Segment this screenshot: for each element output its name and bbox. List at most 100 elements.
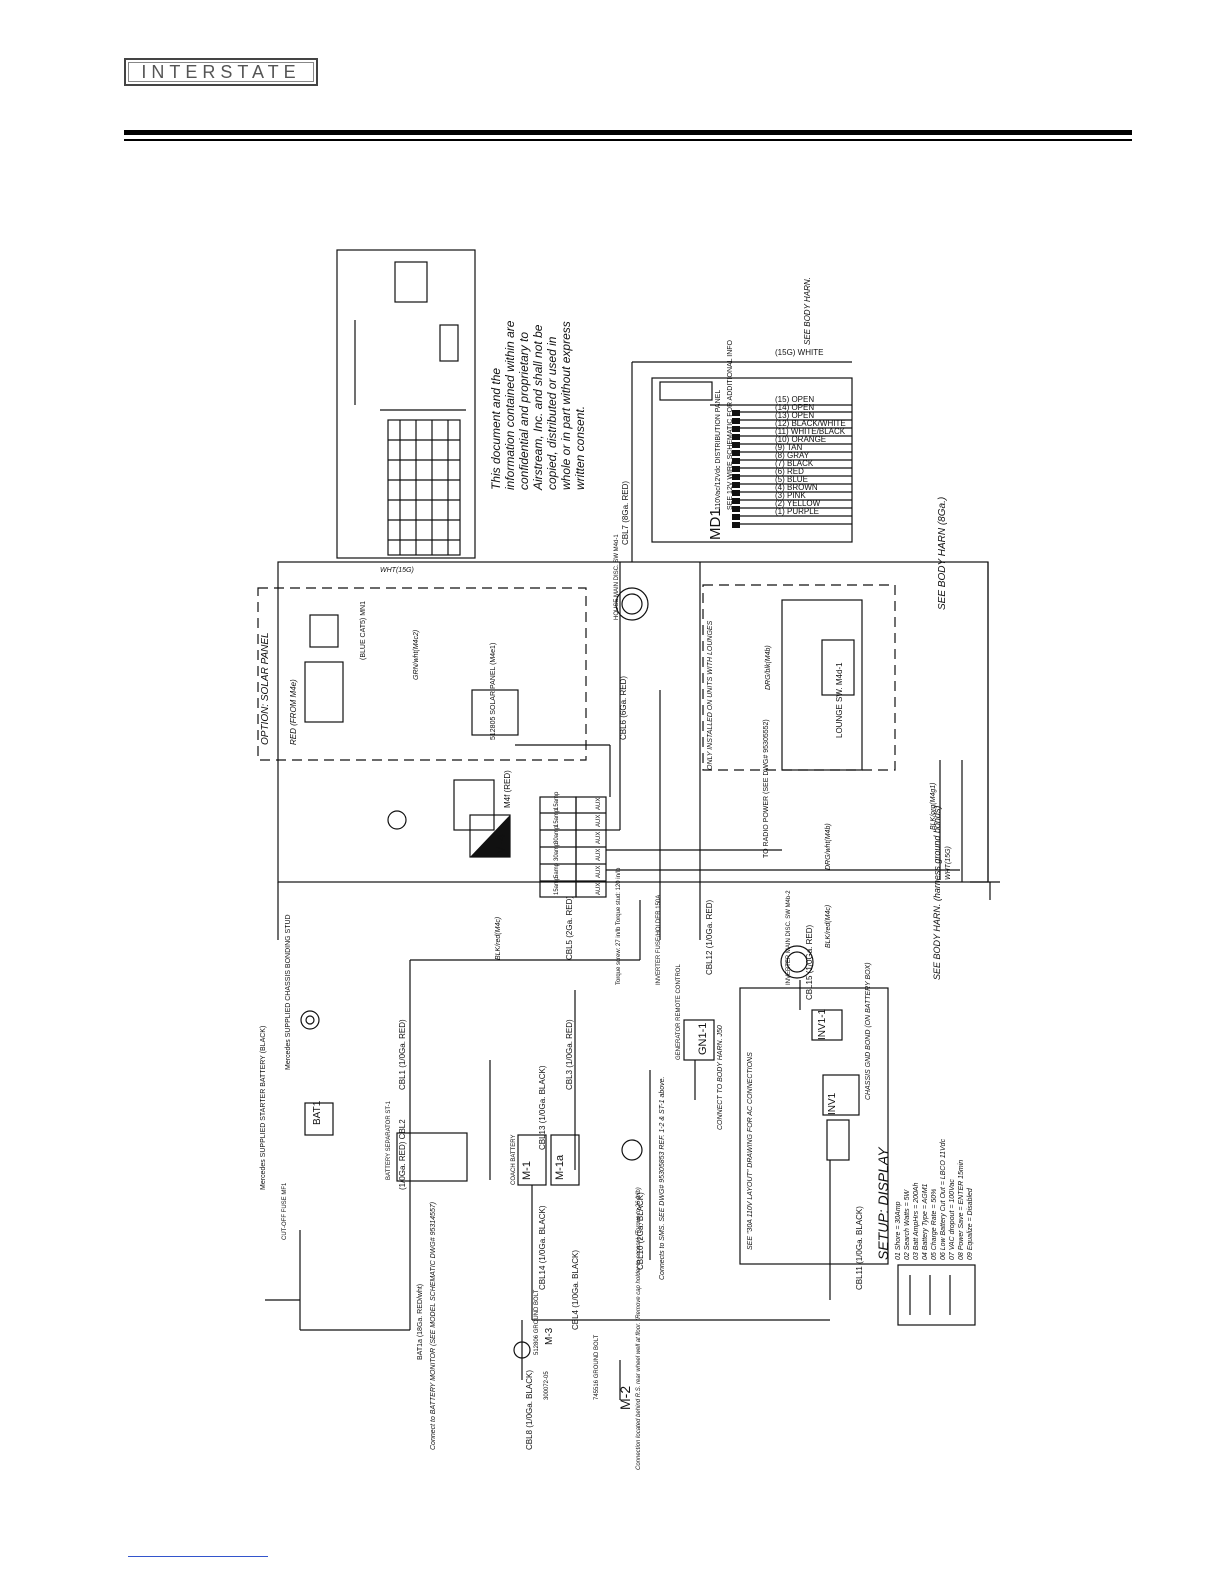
bat1a-label: BAT1a (18Ga. RED/wht) <box>417 1284 424 1360</box>
house-main-switch <box>615 587 649 621</box>
see-body-harn-top: SEE BODY HARN. <box>803 277 812 345</box>
gn1-label: GN1-1 <box>697 1023 709 1055</box>
solar-controller <box>304 661 344 723</box>
footer-link-underline[interactable] <box>128 1556 268 1557</box>
revision-table <box>387 419 461 556</box>
circuit-12: (12) BLACK/WHITE <box>775 419 846 428</box>
starter-battery <box>304 1102 334 1136</box>
circuit-11: (11) WHITE/BLACK <box>775 427 846 436</box>
cbl10-label: CBL10 (2Ga. BLACK) <box>636 1192 645 1270</box>
cbl7-label: CBL7 (8Ga. RED) <box>621 481 630 545</box>
circuit-5: (5) BLUE <box>775 475 808 484</box>
chassis-bond: CHASSIS GND BOND (ON BATTERY BOX) <box>865 962 872 1100</box>
coach-battery-label: COACH BATTERY <box>511 1135 517 1185</box>
house-main-label: HOUSE MAIN DISC. SW M4d-1 <box>614 534 620 620</box>
cbl11-label: CBL11 (1/0Ga. BLACK) <box>855 1206 864 1290</box>
m3-ground: 512806 GROUND BOLT <box>534 1289 540 1355</box>
see-body-harn-ground: SEE BODY HARN. (harness ground bonds) <box>932 806 942 980</box>
lounge-note: ONLY INSTALLED ON UNITS WITH LOUNGES <box>707 620 714 770</box>
m3-label: M-3 <box>544 1327 555 1345</box>
lounge-label: LOUNGE SW. M4d-1 <box>835 662 844 738</box>
cbl3-label: CBL3 (1/0Ga. RED) <box>565 1019 574 1090</box>
panel-title: MD1 <box>707 508 724 540</box>
battery-separator-label: BATTERY SEPARATOR ST-1 <box>386 1100 392 1180</box>
fuse-aux-6: AUX <box>596 883 602 895</box>
fuse-aux-1: AUX <box>596 798 602 810</box>
cbl5-label: CBL5 (2Ga. RED) <box>565 896 574 960</box>
battery-monitor: Connect to BATTERY MONITOR (SEE MODEL SC… <box>430 1202 437 1450</box>
m2-label: M-2 <box>617 1386 633 1410</box>
coach-battery-m1a <box>550 1134 580 1186</box>
blk-red-label-2: BLK/red(M4c) <box>495 917 502 960</box>
see-body-harn-8ga: SEE BODY HARN (8Ga.) <box>937 497 948 610</box>
notice-line-2: information contained within are <box>503 320 517 490</box>
fuse-aux-2: AUX <box>596 815 602 827</box>
fuse-aux-4: AUX <box>596 849 602 861</box>
circuit-4: (4) BROWN <box>775 483 818 492</box>
notice-line-4: Airstream, Inc. and shall not be <box>531 324 545 491</box>
notice-line-3: confidential and proprietary to <box>517 332 531 490</box>
torque-label: Torque screw: 27 in/lb Torque stud: 120 … <box>616 867 622 985</box>
bat1-label: BAT1 <box>312 1100 323 1125</box>
blk-org-label: BLK/org(M4g1) <box>930 783 937 830</box>
fuse-labels: 15amp 15amp 30amp 30amp 5amp 15amp AUX A… <box>554 791 602 895</box>
top-wire-label: (15G) WHITE <box>775 348 823 357</box>
m4-label: M-4 <box>494 834 508 855</box>
solar-blue-cat: (BLUE CAT5) MN1 <box>360 601 367 660</box>
inverter-fuse-label: INVERTER FUSE/HOLDER 150A <box>656 895 662 985</box>
fuse-5: 5amp <box>554 862 560 878</box>
circuit-15: (15) OPEN <box>775 395 814 404</box>
connects-note: Connects to SMS. SEE DWG# 95305853 REF. … <box>659 1076 666 1280</box>
circuit-14: (14) OPEN <box>775 403 814 412</box>
cbl14-label: CBL14 (1/0Ga. BLACK) <box>538 1205 547 1290</box>
inverter-main-label: INVERTER MAIN DISC. SW M4b-2 <box>786 890 792 985</box>
circuit-1: (1) PURPLE <box>775 507 819 516</box>
title-block <box>336 249 476 559</box>
cbl15-label: CBL15 (1/0Ga. RED) <box>805 925 814 1000</box>
setup-item-7: 07 VAC dropout = 100Vac <box>949 1179 956 1260</box>
logo-text: INTERSTATE <box>141 61 301 82</box>
cbl4-label: CBL4 (1/0Ga. BLACK) <box>571 1250 580 1330</box>
setup-title: SETUP: DISPLAY <box>875 1146 891 1260</box>
setup-item-2: 02 Search Watts = 5W <box>904 1189 911 1260</box>
notice-line-6: whole or in part without express <box>559 321 573 490</box>
m1a-label: M-1a <box>554 1154 566 1180</box>
setup-item-5: 05 Charge Rate = 50% <box>931 1189 938 1260</box>
generator-starter <box>621 1139 643 1161</box>
setup-item-3: 03 Batt AmpHrs = 200Ah <box>913 1183 920 1260</box>
blk-red-label: BLK/red(M4c) <box>825 905 832 948</box>
circuit-13: (13) OPEN <box>775 411 814 420</box>
solar-module-label: 512805 SOLAR PANEL (M4e1) <box>490 643 497 740</box>
fuse-6: 15amp <box>554 876 560 895</box>
cbl2-label: (1/0Ga. RED) CBL2 <box>398 1119 407 1190</box>
fuse-2: 15amp <box>554 808 560 827</box>
fuse-1: 15amp <box>554 791 560 810</box>
fuse-aux-3: AUX <box>596 832 602 844</box>
rotated-labels: This document and the information contai… <box>260 277 974 1470</box>
inv1-1-label: INV1-1 <box>817 1008 828 1040</box>
chassis-stud <box>300 1010 320 1030</box>
inverter-remote <box>811 1009 843 1041</box>
circuit-10: (10) ORANGE <box>775 435 826 444</box>
cbl6-label: CBL6 (6Ga. RED) <box>619 676 628 740</box>
cbl8-label: CBL8 (1/0Ga. BLACK) <box>525 1370 534 1450</box>
solar-red-from: RED (FROM M4e) <box>289 679 298 745</box>
inverter-frame <box>739 987 889 1265</box>
drg-blk-label: DRG/blk(M4b) <box>765 645 772 690</box>
battery-separator <box>396 1132 468 1182</box>
interstate-logo: INTERSTATE <box>124 58 318 86</box>
m3-ground-bolt <box>513 1341 531 1359</box>
lounge-option-frame <box>702 584 896 771</box>
solar-option-label: OPTION: SOLAR PANEL <box>260 632 271 745</box>
generator-label: GENERATOR REMOTE CONTROL <box>676 964 682 1060</box>
setup-item-4: 04 Battery Type = AGM1 <box>922 1183 929 1260</box>
cbl12-label: CBL12 (1/0Ga. RED) <box>705 900 714 975</box>
notice-line-7: written consent. <box>573 406 587 490</box>
fuse-aux-5: AUX <box>596 866 602 878</box>
connection-note: Connection located behind R.S. rear whee… <box>636 1187 642 1470</box>
circuit-9: (9) TAN <box>775 443 802 452</box>
panel-circuit-wires <box>740 411 852 525</box>
header-rule <box>124 130 1132 135</box>
setup-item-1: 01 Shore = 30Amp <box>895 1201 902 1260</box>
m3-part: 300072-05 <box>544 1371 550 1400</box>
